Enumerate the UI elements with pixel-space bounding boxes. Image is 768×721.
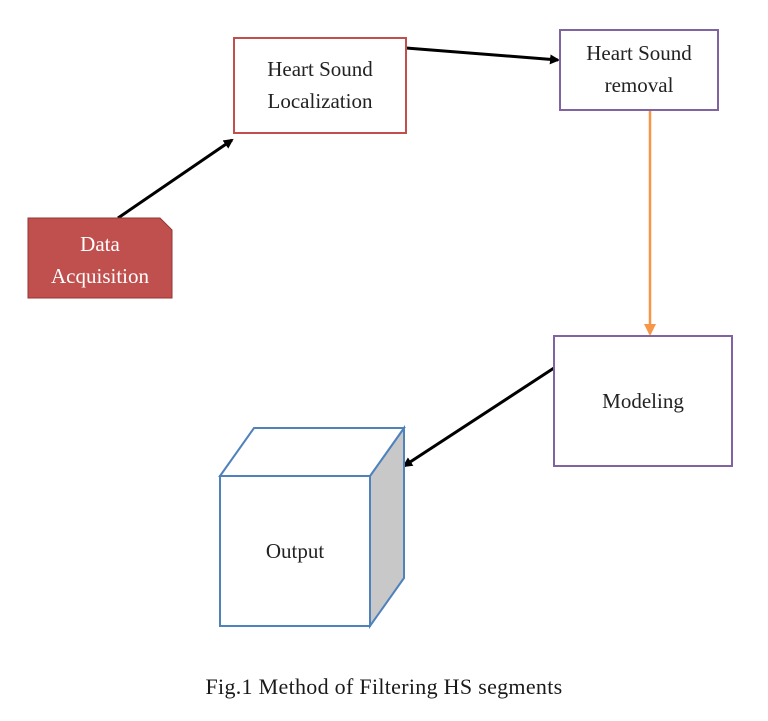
flow-diagram: Data Acquisition Heart Sound Localizatio… [27, 29, 733, 630]
figure-caption: Fig.1 Method of Filtering HS segments [205, 674, 563, 699]
modeling-box [553, 335, 733, 467]
arrow-acquisition-to-localization [117, 138, 234, 220]
output-label: Output [266, 539, 325, 563]
localization-box [233, 37, 407, 134]
modeling-label: Modeling [602, 389, 684, 413]
removal-box [559, 29, 719, 111]
arrow-localization-to-removal [405, 46, 560, 65]
node-heart-sound-removal: Heart Sound removal [559, 29, 719, 111]
data-acquisition-line2: Acquisition [51, 264, 149, 288]
localization-line2: Localization [268, 89, 373, 113]
data-acquisition-line1: Data [80, 232, 120, 256]
output-cube-front [219, 475, 371, 627]
node-output: Output [218, 424, 406, 630]
node-heart-sound-localization: Heart Sound Localization [233, 37, 407, 134]
arrow-modeling-to-output [402, 366, 555, 468]
removal-line2: removal [605, 73, 674, 97]
removal-line1: Heart Sound [586, 41, 692, 65]
localization-line1: Heart Sound [267, 57, 373, 81]
node-modeling: Modeling [553, 335, 733, 467]
node-data-acquisition: Data Acquisition [27, 217, 173, 299]
data-acquisition-shape [27, 217, 173, 299]
